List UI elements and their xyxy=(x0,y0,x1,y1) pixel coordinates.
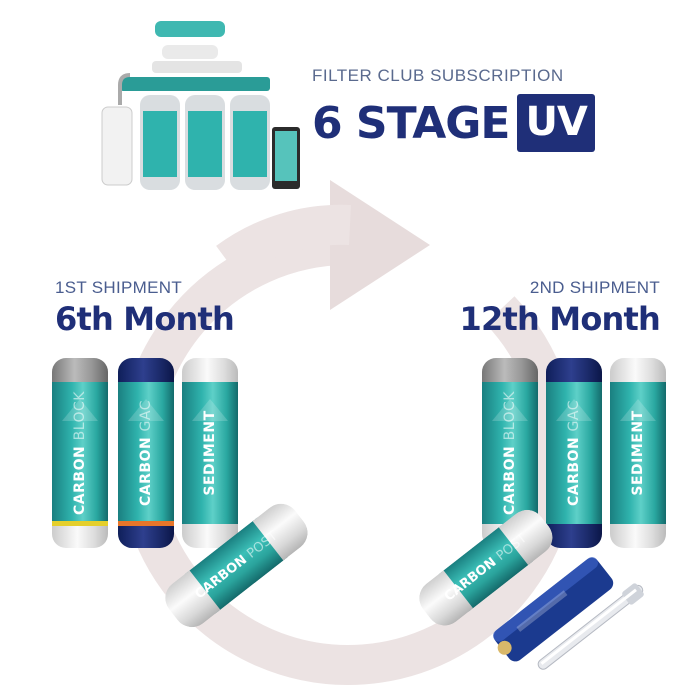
carbon-block-filter-2: CARBON BLOCK xyxy=(482,358,538,548)
product-title: 6 STAGE UV xyxy=(312,94,682,152)
sediment-filter-2: SEDIMENT xyxy=(610,358,666,548)
carbon-block-filter: CARBON BLOCK xyxy=(52,358,108,548)
subscription-subtitle: FILTER CLUB SUBSCRIPTION xyxy=(312,66,564,85)
membrane-and-uv-bulb xyxy=(492,557,644,670)
headline: FILTER CLUB SUBSCRIPTION 6 STAGE UV xyxy=(312,66,682,152)
ro-membrane-icon xyxy=(492,557,614,662)
second-shipment: 2ND SHIPMENT 12th Month xyxy=(459,278,661,338)
second-shipment-label: 2ND SHIPMENT xyxy=(529,278,660,297)
carbon-gac-filter-2: CARBON GAC xyxy=(546,358,602,548)
first-shipment-label: 1ST SHIPMENT xyxy=(55,278,183,297)
cycle-arrow-connector xyxy=(216,204,351,279)
uv-badge: UV xyxy=(517,94,595,152)
first-shipment: 1ST SHIPMENT 6th Month xyxy=(55,278,235,338)
uv-bulb-icon xyxy=(537,583,644,670)
stage-title: 6 STAGE xyxy=(312,97,510,149)
sediment-filter: SEDIMENT xyxy=(182,358,238,548)
cycle-arrow-head xyxy=(330,180,430,310)
first-shipment-filters: CARBON BLOCK CARBON GAC SEDIMENT CARBON … xyxy=(40,350,315,680)
second-shipment-timing: 12th Month xyxy=(459,300,661,338)
ro-system-illustration xyxy=(101,21,300,190)
carbon-gac-filter: CARBON GAC xyxy=(118,358,174,548)
first-shipment-timing: 6th Month xyxy=(55,300,235,338)
second-shipment-filters: CARBON BLOCK CARBON GAC SEDIMENT CARBON … xyxy=(400,350,670,680)
